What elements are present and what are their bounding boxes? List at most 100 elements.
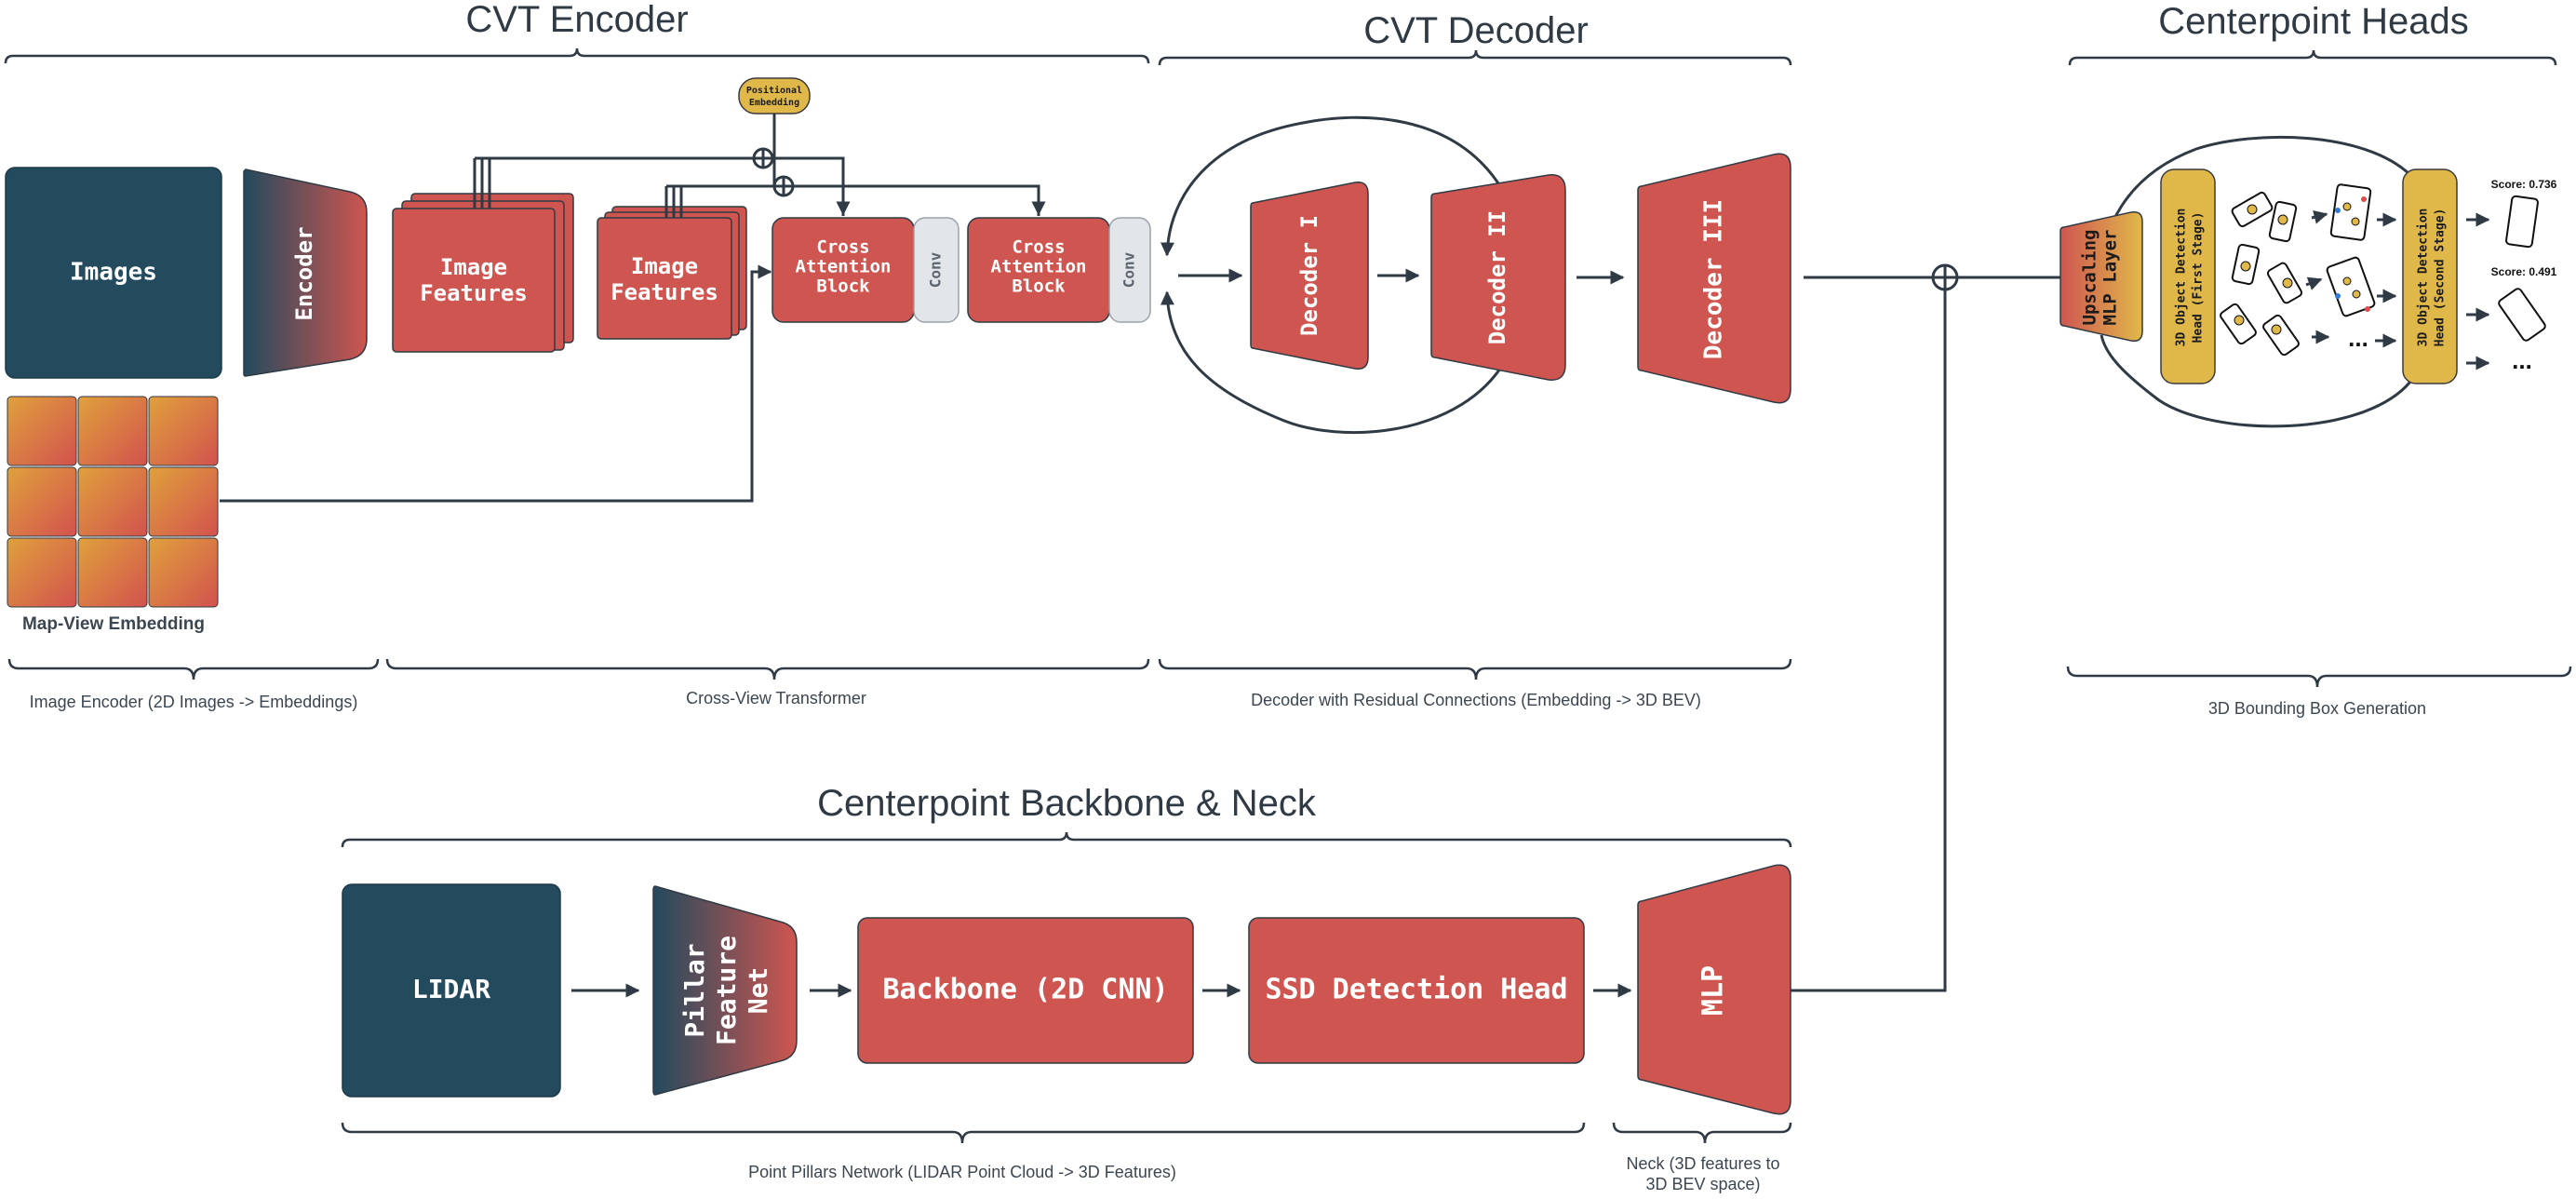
- second-stage-head-block: [2402, 168, 2458, 384]
- mlp-to-merge-line: [1791, 290, 1947, 992]
- label-cross-view: Cross-View Transformer: [686, 689, 866, 707]
- output-bbox-1: [2505, 195, 2539, 249]
- positional-embedding-line-2: Embedding: [749, 97, 799, 108]
- add-node-1-cross: [754, 149, 772, 168]
- decoder-2-block: [1430, 174, 1566, 381]
- residual-loop: [1160, 115, 1502, 257]
- decoder-1-block: [1250, 182, 1369, 370]
- positional-embedding-pill: [738, 77, 811, 115]
- center-point: [2234, 315, 2245, 326]
- features-2-bus-lines: [664, 184, 1040, 218]
- image-features-1-line-1: Image: [440, 254, 507, 280]
- pillar-line-1: Pillar: [679, 943, 710, 1037]
- second-stage-detections: [2326, 183, 2376, 317]
- ssd-head-block: [1248, 917, 1585, 1064]
- features-1-bus-lines: [473, 156, 845, 216]
- positional-embedding-line-1: Positional: [746, 85, 802, 96]
- upscaling-line-1: Upscaling: [2080, 230, 2100, 326]
- cross-attention-1-line-2: Attention: [796, 257, 892, 277]
- cross-attention-1-line-1: Cross: [816, 237, 869, 258]
- label-image-encoder: Image Encoder (2D Images -> Embeddings): [30, 693, 358, 711]
- encoder-trapezoid: [243, 168, 368, 377]
- corner-point: [2335, 208, 2341, 213]
- conv-block-1: [913, 217, 959, 323]
- section-title-centerpoint-heads: Centerpoint Heads: [2158, 1, 2469, 42]
- second-stage-line-1: 3D Object Detection: [2417, 209, 2431, 347]
- label-decoder-residual: Decoder with Residual Connections (Embed…: [1251, 691, 1701, 709]
- center-point: [2342, 202, 2352, 211]
- map-tile: [148, 466, 219, 537]
- map-tile: [77, 537, 148, 608]
- pillar-feature-net-block: [652, 885, 798, 1096]
- map-view-embedding-grid: [7, 396, 219, 608]
- section-title-cvt-encoder: CVT Encoder: [465, 0, 688, 40]
- score-1: Score: 0.736: [2491, 178, 2557, 191]
- image-features-2-block: [597, 217, 732, 340]
- decoder-2-label: Decoder II: [1484, 210, 1510, 345]
- conv-2-label: Conv: [1120, 251, 1138, 288]
- corner-point: [2335, 293, 2341, 299]
- heads-loop-lower: [2100, 334, 2412, 428]
- image-features-2-line-1: Image: [631, 253, 698, 279]
- image-features-2-line-2: Features: [610, 279, 718, 305]
- center-point: [2352, 290, 2361, 299]
- pillar-line-3: Net: [743, 967, 773, 1015]
- conv-1-label: Conv: [927, 251, 945, 288]
- center-point: [2247, 204, 2258, 215]
- ellipsis-mid: ...: [2348, 324, 2368, 352]
- refined-bbox: [2329, 183, 2372, 241]
- center-point: [2282, 277, 2293, 289]
- bbox-candidate: [2262, 314, 2300, 357]
- pillar-line-2: Feature: [711, 936, 742, 1045]
- cross-attention-1-line-3: Block: [816, 276, 870, 297]
- brace-cvt-encoder: [4, 47, 1150, 64]
- center-point: [2351, 217, 2360, 226]
- image-features-1-line-2: Features: [420, 280, 528, 306]
- upscaling-mlp-block: [2059, 210, 2143, 343]
- lidar-label: LIDAR: [412, 974, 490, 1004]
- map-tile: [148, 396, 219, 466]
- label-bbox-generation: 3D Bounding Box Generation: [2208, 699, 2426, 718]
- upscaling-line-2: MLP Layer: [2100, 230, 2121, 326]
- images-label: Images: [70, 259, 157, 287]
- lidar-block: [342, 883, 561, 1098]
- brace-neck: [1612, 1122, 1792, 1144]
- map-view-embedding-label: Map-View Embedding: [22, 614, 205, 634]
- add-node-2-cross: [774, 177, 793, 195]
- backbone-cnn-block: [857, 917, 1194, 1064]
- center-point: [2342, 276, 2352, 286]
- map-tile: [148, 537, 219, 608]
- refine-arrow-2: [2305, 276, 2323, 290]
- brace-point-pillars: [341, 1122, 1586, 1144]
- brace-cross-view: [385, 658, 1150, 680]
- second-stage-line-2: Head (Second Stage): [2434, 209, 2448, 347]
- map-tile: [77, 466, 148, 537]
- mlp-block: [1637, 864, 1791, 1115]
- first-stage-line-2: Head (First Stage): [2192, 212, 2206, 344]
- label-point-pillars: Point Pillars Network (LIDAR Point Cloud…: [748, 1163, 1176, 1181]
- output-bbox-2: [2498, 288, 2546, 342]
- section-title-cvt-decoder: CVT Decoder: [1363, 10, 1589, 51]
- decoder-1-label: Decoder I: [1296, 215, 1322, 336]
- brace-centerpoint-heads: [2068, 49, 2557, 66]
- decoder-3-label: Decoder III: [1700, 199, 1728, 359]
- conv-block-2: [1108, 217, 1151, 323]
- cross-attention-2-line-3: Block: [1012, 276, 1066, 297]
- score-2: Score: 0.491: [2491, 265, 2557, 278]
- encoder-label: Encoder: [291, 226, 317, 320]
- mlp-label: MLP: [1697, 965, 1730, 1016]
- residual-loop-lower: [1160, 290, 1502, 435]
- ssd-head-label: SSD Detection Head: [1265, 974, 1567, 1006]
- refine-arrow-1: [2311, 209, 2328, 224]
- map-tile: [7, 396, 77, 466]
- backbone-cnn-label: Backbone (2D CNN): [882, 974, 1168, 1006]
- brace-backbone-neck: [341, 831, 1792, 848]
- brace-cvt-decoder: [1158, 49, 1792, 66]
- brace-decoder-residual: [1158, 658, 1792, 680]
- label-neck-line-2: 3D BEV space): [1645, 1175, 1760, 1193]
- merge-add-node-cross: [1933, 265, 1957, 290]
- refined-bbox: [2326, 256, 2376, 317]
- ellipsis-out: ...: [2512, 346, 2532, 374]
- cross-attention-2-line-1: Cross: [1012, 237, 1065, 258]
